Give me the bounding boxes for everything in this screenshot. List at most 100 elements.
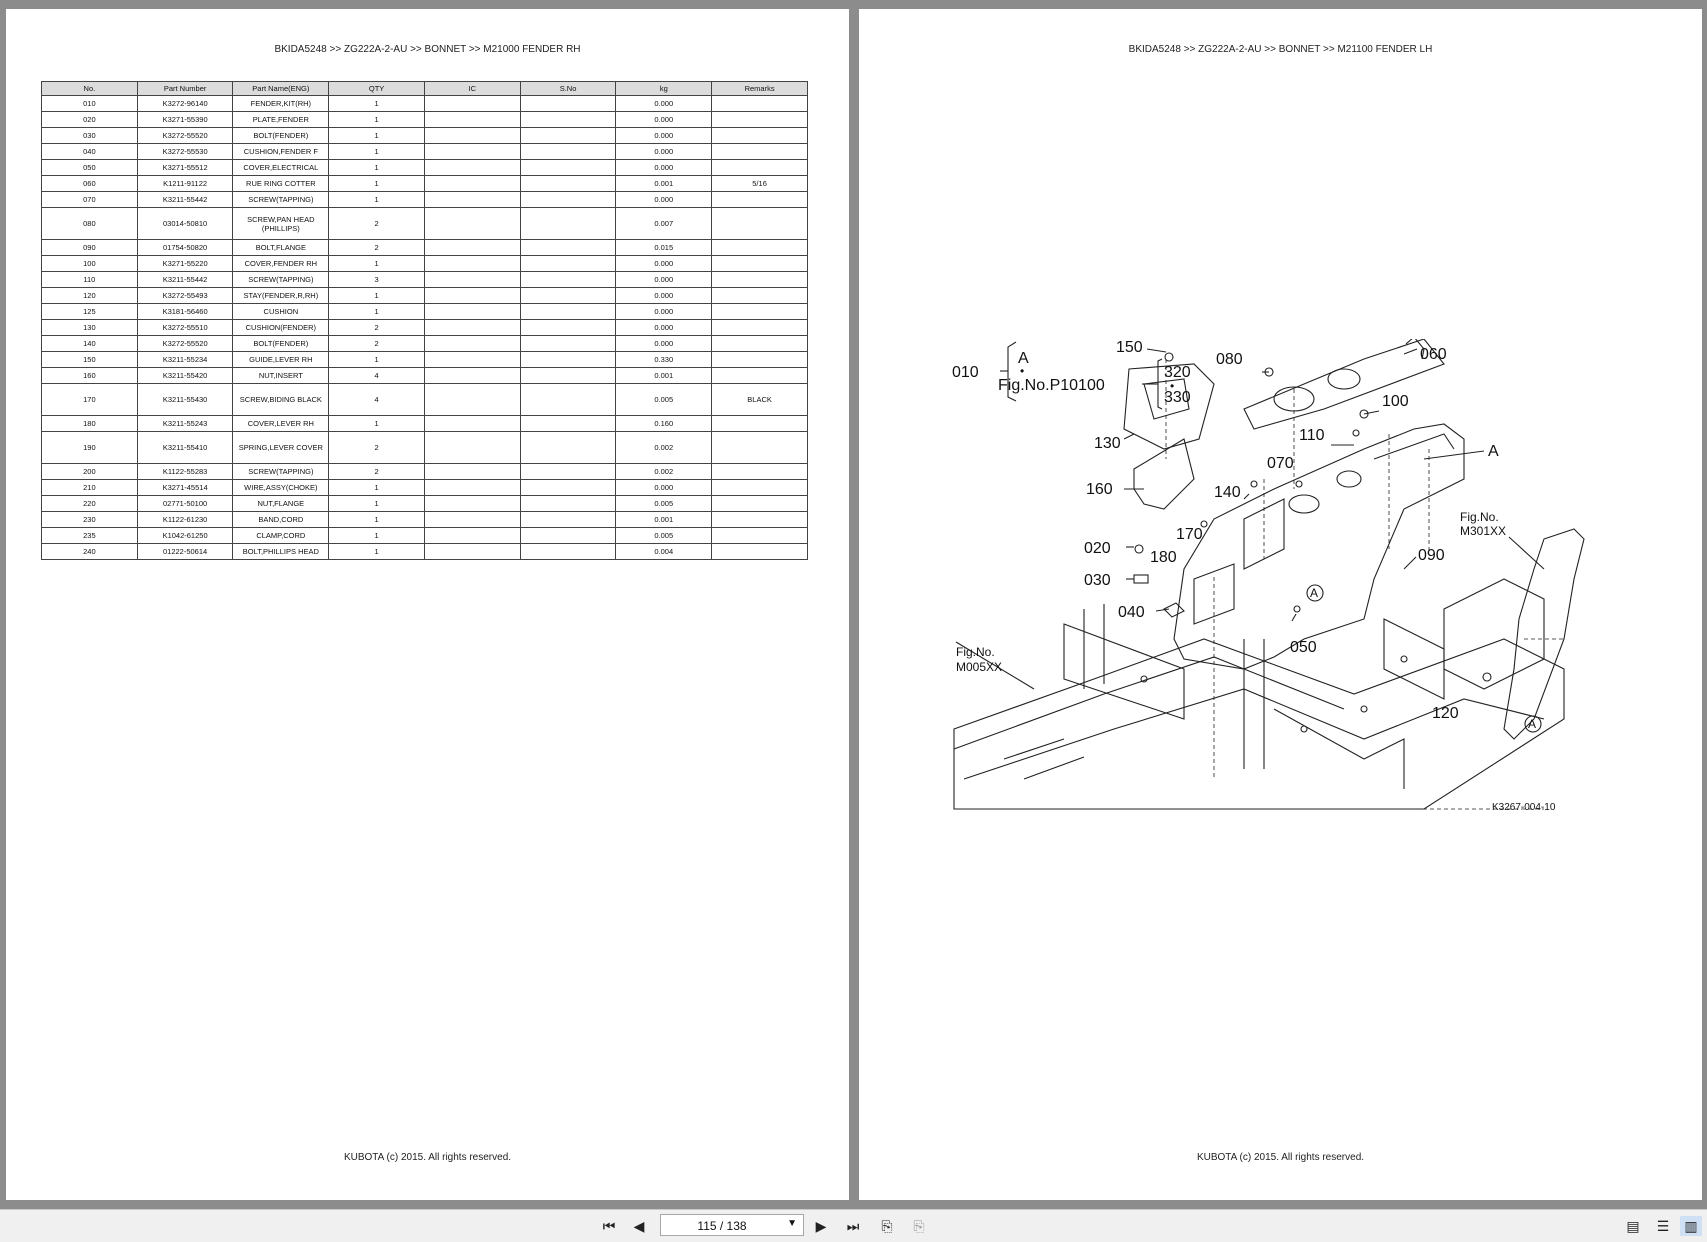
- table-cell-name: CUSHION,FENDER F: [232, 143, 330, 160]
- continuous-view-button[interactable]: ☰: [1652, 1216, 1674, 1236]
- table-cell-no: 060: [41, 175, 138, 192]
- ref-a-label: A: [1488, 443, 1499, 460]
- table-cell-no: 120: [41, 287, 138, 304]
- column-header: No.: [41, 81, 138, 96]
- diagram-svg: 010 A • Fig.No.P10100 320 • 330 150 080 …: [952, 336, 1585, 813]
- table-cell-name: COVER,ELECTRICAL: [232, 159, 330, 176]
- chevron-down-icon: ▼: [787, 1218, 797, 1229]
- column-header: QTY: [328, 81, 425, 96]
- table-cell-qty: 1: [328, 127, 425, 144]
- table-cell-sno: [519, 271, 617, 288]
- table-cell-remarks: [711, 543, 808, 560]
- table-cell-remarks: [711, 431, 808, 464]
- single-page-view-icon: ▤: [1626, 1217, 1640, 1234]
- table-cell-no: 160: [41, 367, 138, 384]
- callout-140: 140: [1214, 484, 1241, 501]
- table-cell-ic: [423, 175, 521, 192]
- table-cell-kg: 0.001: [615, 511, 713, 528]
- table-cell-qty: 3: [328, 271, 425, 288]
- viewer-toolbar: ⏮ ◀ 115 / 138 ▼ ▶ ⏭ ⎘ ⎘ ▤ ☰ ▥: [0, 1209, 1707, 1242]
- table-cell-remarks: [711, 303, 808, 320]
- callout-060: 060: [1420, 346, 1447, 363]
- table-cell-part: K3211-55430: [136, 383, 234, 416]
- table-cell-part: K1122-61230: [136, 511, 234, 528]
- table-cell-no: 240: [41, 543, 138, 560]
- table-cell-remarks: [711, 463, 808, 480]
- table-cell-kg: 0.000: [615, 303, 713, 320]
- table-cell-name: WIRE,ASSY(CHOKE): [232, 479, 330, 496]
- table-cell-qty: 1: [328, 351, 425, 368]
- table-cell-ic: [423, 383, 521, 416]
- table-cell-part: K3272-55530: [136, 143, 234, 160]
- table-cell-kg: 0.001: [615, 175, 713, 192]
- table-cell-kg: 0.004: [615, 543, 713, 560]
- table-cell-sno: [519, 367, 617, 384]
- callout-010: 010: [952, 364, 979, 381]
- table-cell-no: 010: [41, 95, 138, 112]
- fender-body: [1173, 423, 1465, 670]
- next-page-button[interactable]: ▶: [810, 1216, 832, 1236]
- table-cell-remarks: [711, 143, 808, 160]
- table-cell-no: 125: [41, 303, 138, 320]
- table-cell-part: K1042-61250: [136, 527, 234, 544]
- fig-no-label: Fig.No.: [1460, 510, 1499, 524]
- leader-lines: [955, 348, 1545, 690]
- table-cell-sno: [519, 239, 617, 256]
- table-cell-part: K3211-55442: [136, 271, 234, 288]
- callout-020: 020: [1084, 540, 1111, 557]
- table-cell-part: K3271-55220: [136, 255, 234, 272]
- first-page-button[interactable]: ⏮: [598, 1216, 620, 1236]
- table-cell-ic: [423, 287, 521, 304]
- table-cell-qty: 1: [328, 143, 425, 160]
- back-navigation-button[interactable]: ⎘: [876, 1216, 898, 1236]
- bullet-dot: •: [1020, 364, 1024, 378]
- last-page-button[interactable]: ⏭: [842, 1216, 864, 1236]
- table-cell-sno: [519, 543, 617, 560]
- table-cell-kg: 0.000: [615, 255, 713, 272]
- table-cell-qty: 2: [328, 207, 425, 240]
- table-cell-sno: [519, 207, 617, 240]
- table-cell-no: 150: [41, 351, 138, 368]
- table-cell-qty: 1: [328, 287, 425, 304]
- table-cell-kg: 0.000: [615, 479, 713, 496]
- table-cell-ic: [423, 303, 521, 320]
- table-cell-ic: [423, 127, 521, 144]
- two-page-view-button[interactable]: ▥: [1680, 1216, 1702, 1236]
- table-cell-qty: 1: [328, 303, 425, 320]
- table-cell-qty: 2: [328, 431, 425, 464]
- previous-page-button[interactable]: ◀: [628, 1216, 650, 1236]
- table-cell-no: 100: [41, 255, 138, 272]
- table-cell-name: STAY(FENDER,R,RH): [232, 287, 330, 304]
- forward-navigation-button[interactable]: ⎘: [908, 1216, 930, 1236]
- page-number-dropdown[interactable]: 115 / 138 ▼: [660, 1214, 804, 1236]
- table-cell-no: 200: [41, 463, 138, 480]
- table-cell-kg: 0.000: [615, 143, 713, 160]
- table-cell-ic: [423, 143, 521, 160]
- table-cell-remarks: [711, 271, 808, 288]
- table-cell-qty: 1: [328, 191, 425, 208]
- table-cell-ic: [423, 351, 521, 368]
- single-page-view-button[interactable]: ▤: [1622, 1216, 1644, 1236]
- table-cell-part: 03014-50810: [136, 207, 234, 240]
- table-cell-no: 110: [41, 271, 138, 288]
- table-cell-qty: 1: [328, 543, 425, 560]
- table-cell-ic: [423, 207, 521, 240]
- table-cell-kg: 0.000: [615, 127, 713, 144]
- table-cell-name: BOLT,PHILLIPS HEAD: [232, 543, 330, 560]
- table-cell-no: 050: [41, 159, 138, 176]
- table-cell-sno: [519, 303, 617, 320]
- table-cell-remarks: [711, 239, 808, 256]
- table-cell-ic: [423, 463, 521, 480]
- table-cell-qty: 4: [328, 383, 425, 416]
- table-cell-kg: 0.000: [615, 319, 713, 336]
- table-cell-ic: [423, 415, 521, 432]
